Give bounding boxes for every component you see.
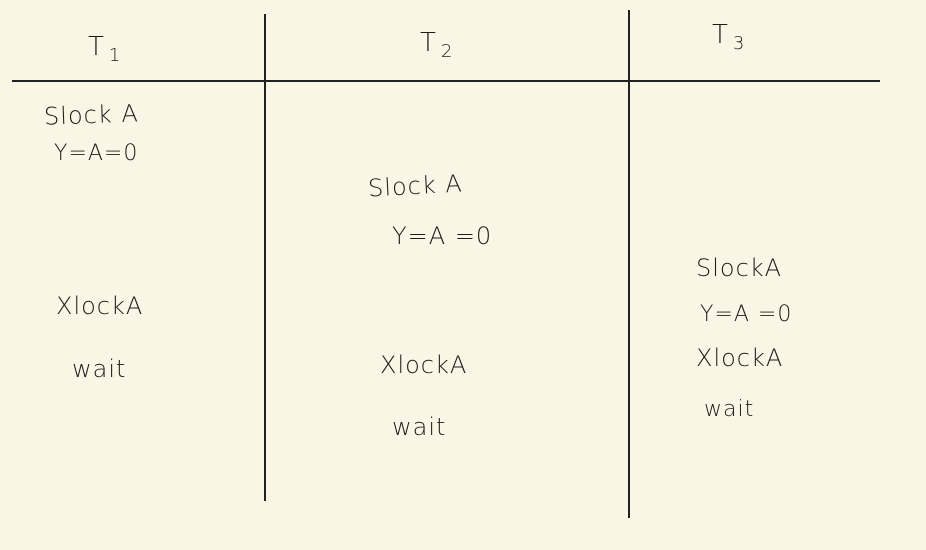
t2-wait-step: wait <box>392 413 447 441</box>
header-index: 3 <box>732 33 747 54</box>
t2-xlock-step: XlockA <box>380 351 468 379</box>
t1-wait-step: wait <box>72 355 127 383</box>
header-letter: T <box>420 28 438 58</box>
column-divider-line-2 <box>628 10 630 518</box>
t2-read-step: Y=A =0 <box>392 222 493 250</box>
t1-read-step: Y=A=0 <box>54 141 139 166</box>
header-index: 2 <box>440 41 455 62</box>
header-index: 1 <box>108 45 123 66</box>
t1-slock-step: Slock A <box>43 99 140 131</box>
t3-slock-step: SlockA <box>696 254 783 282</box>
t3-wait-step: wait <box>704 397 755 422</box>
t3-read-step: Y=A =0 <box>700 302 793 327</box>
t3-xlock-step: XlockA <box>696 344 784 372</box>
t1-xlock-step: XlockA <box>56 292 144 320</box>
header-letter: T <box>88 32 106 62</box>
header-divider-line <box>12 80 880 82</box>
t2-slock-step: Slock A <box>367 169 464 203</box>
column-divider-line-1 <box>264 14 266 501</box>
header-letter: T <box>712 20 730 50</box>
